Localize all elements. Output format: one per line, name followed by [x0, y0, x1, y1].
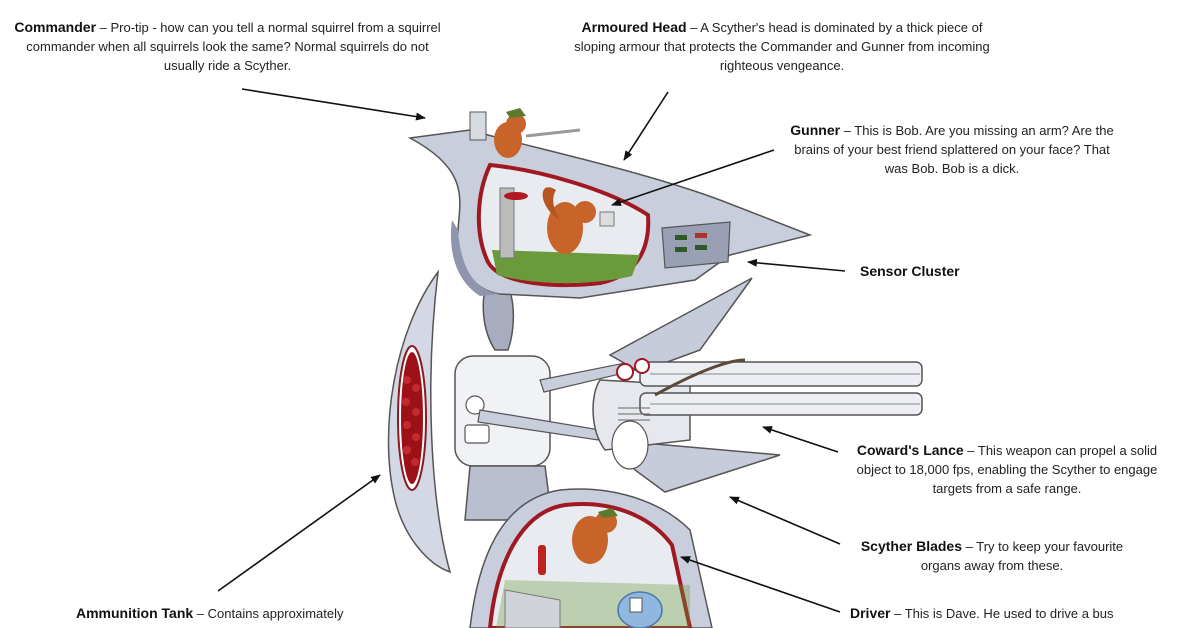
driver-text: – This is Dave. He used to drive a bus [890, 606, 1114, 621]
torso [454, 279, 553, 521]
cowards-lance-title: Coward's Lance [856, 442, 964, 458]
commander-callout: Commander – Pro-tip - how can you tell a… [10, 18, 445, 75]
blades-arrow [729, 496, 841, 545]
gunner-arrow [611, 149, 775, 206]
commander-squirrel [469, 108, 581, 158]
armoured-head-text: – A Scyther's head is dominated by a thi… [574, 20, 990, 73]
armoured-head [407, 129, 813, 299]
scyther-blades-callout: Scyther Blades – Try to keep your favour… [842, 537, 1142, 575]
cowards-lance-callout: Coward's Lance – This weapon can propel … [842, 441, 1172, 498]
gunner-title: Gunner [790, 122, 841, 138]
sensor-cluster-callout: Sensor Cluster [860, 262, 1060, 281]
ammunition-tank-callout: Ammunition Tank – Contains approximately [76, 604, 416, 623]
driver-arrow [680, 556, 841, 613]
callout-arrows [217, 88, 846, 613]
commander-arrow [241, 88, 426, 121]
armoured-head-title: Armoured Head [581, 19, 687, 35]
ammunition-tank-title: Ammunition Tank [76, 605, 194, 621]
cowards-lance-text: – This weapon can propel a solid object … [856, 443, 1158, 496]
gunner-text: – This is Bob. Are you missing an arm? A… [794, 123, 1114, 176]
ammunition-tank-text: – Contains approximately [193, 606, 344, 621]
sensor-cluster-title: Sensor Cluster [860, 263, 960, 279]
cowards-lance [592, 358, 923, 470]
ammunition-tank [401, 352, 423, 484]
armoured-head-arrow [623, 91, 669, 161]
commander-text: – Pro-tip - how can you tell a normal sq… [26, 20, 441, 73]
lance-arrow [762, 426, 839, 453]
upper-blade [608, 277, 753, 373]
driver-callout: Driver – This is Dave. He used to drive … [850, 604, 1190, 623]
gunner-callout: Gunner – This is Bob. Are you missing an… [782, 121, 1122, 178]
armoured-head-callout: Armoured Head – A Scyther's head is domi… [570, 18, 994, 75]
commander-title: Commander [14, 19, 97, 35]
ammo-arrow [217, 474, 381, 592]
scyther-blades-title: Scyther Blades [860, 538, 963, 554]
driver-title: Driver [850, 605, 891, 621]
lower-body [469, 488, 713, 628]
sensor-arrow [747, 258, 846, 272]
scyther-blades-text: – Try to keep your favourite organs away… [920, 539, 1124, 573]
